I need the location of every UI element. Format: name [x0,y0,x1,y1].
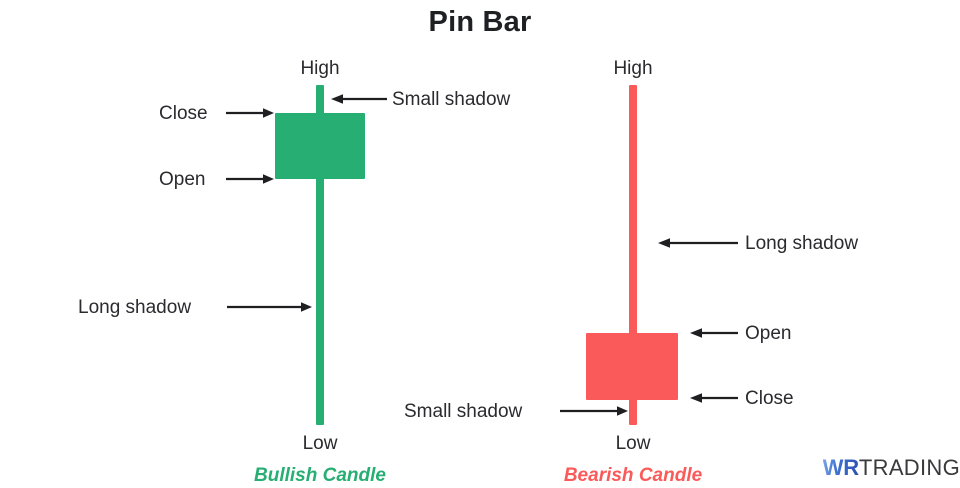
logo-wordmark: TRADING [858,455,960,480]
bearish-open-label: Open [745,323,792,344]
bullish-body [275,113,365,179]
logo-mark: WR [822,455,859,480]
bullish-high-label: High [300,58,340,79]
bullish-open-arrow [226,172,274,186]
bearish-long-shadow-label: Long shadow [745,233,859,254]
bearish-small-shadow-label: Small shadow [404,401,523,422]
bullish-wick [316,85,324,425]
bullish-close-label: Close [159,103,208,124]
bullish-open-label: Open [159,169,206,190]
bearish-caption: Bearish Candle [563,465,703,486]
bearish-open-arrow [690,326,738,340]
bearish-low-label: Low [615,433,651,454]
bullish-low-label: Low [302,433,338,454]
bearish-small-shadow-arrow [560,404,628,418]
bearish-long-shadow-arrow [658,236,738,250]
bearish-close-arrow [690,391,738,405]
bearish-wick [629,85,637,425]
bullish-caption: Bullish Candle [254,465,386,486]
bullish-small-shadow-label: Small shadow [392,89,511,110]
bearish-high-label: High [613,58,653,79]
bullish-long-shadow-arrow [227,300,312,314]
bearish-close-label: Close [745,388,794,409]
bearish-body [586,333,678,400]
page-title: Pin Bar [428,6,532,38]
bullish-close-arrow [226,106,274,120]
bullish-small-shadow-arrow [331,92,387,106]
bullish-long-shadow-label: Long shadow [78,297,192,318]
